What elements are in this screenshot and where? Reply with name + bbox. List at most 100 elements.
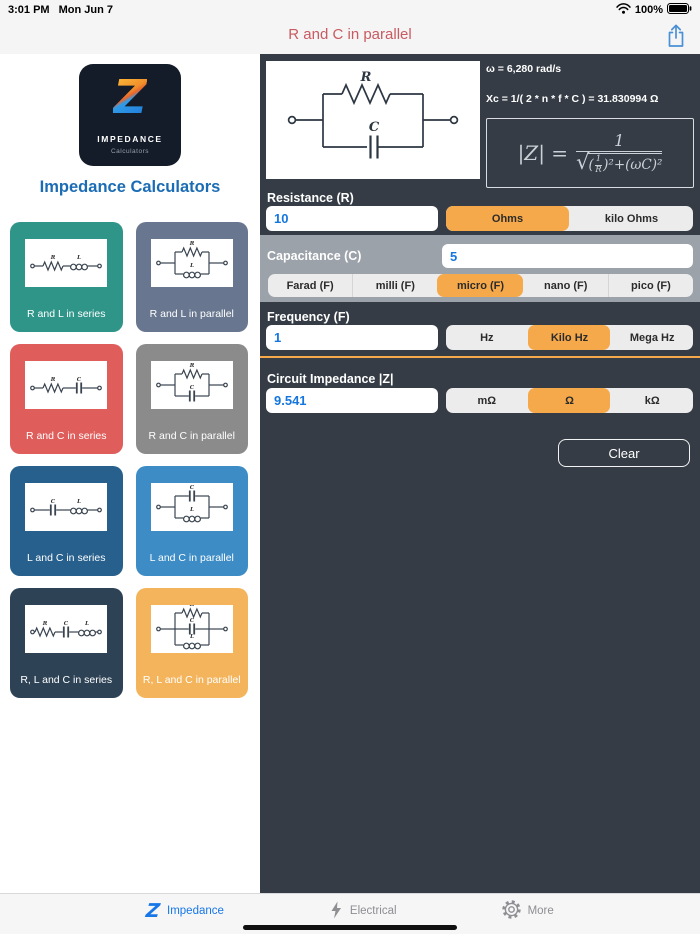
frequency-unit-segmented: Hz Kilo Hz Mega Hz — [446, 325, 693, 350]
battery-icon — [667, 3, 692, 17]
unit-option-ohm[interactable]: Ω — [527, 388, 611, 413]
svg-text:R: R — [42, 621, 48, 627]
lightning-icon — [329, 901, 343, 922]
svg-text:L: L — [189, 263, 194, 269]
tab-label: Impedance — [167, 905, 224, 917]
battery-percent: 100% — [634, 4, 663, 16]
svg-text:R: R — [188, 605, 194, 608]
app-logo: Z IMPEDANCE Calculators — [79, 64, 181, 166]
sidebar-title: Impedance Calculators — [39, 178, 221, 196]
tile-label: L and C in series — [27, 552, 106, 564]
tile-r-l-c-series[interactable]: R C L R, L and C in series — [10, 588, 123, 698]
header: 3:01 PM Mon Jun 7 100% R and C in para — [0, 0, 700, 54]
sidebar: Z IMPEDANCE Calculators Impedance Calcul… — [0, 54, 260, 893]
section-divider — [260, 356, 700, 358]
svg-text:C: C — [77, 377, 82, 383]
unit-option-hz[interactable]: Hz — [446, 325, 528, 350]
page-title: R and C in parallel — [288, 26, 412, 43]
unit-option-pico[interactable]: pico (F) — [607, 274, 693, 297]
resistance-input[interactable] — [266, 206, 438, 231]
tab-impedance[interactable]: Z Impedance — [145, 900, 224, 928]
unit-option-kiloohm[interactable]: kΩ — [610, 388, 693, 413]
capacitance-label: Capacitance (C) — [267, 249, 362, 263]
z-logo-icon: Z — [145, 900, 162, 922]
svg-text:C: C — [51, 499, 56, 505]
calculator-panel: R C ω = 6,280 rad/s Xc = 1/( 2 * n * f *… — [260, 54, 700, 893]
resistance-unit-segmented: Ohms kilo Ohms — [446, 206, 693, 231]
xc-readout: Xc = 1/( 2 * n * f * C ) = 31.830994 Ω — [486, 93, 659, 105]
tab-electrical[interactable]: Electrical — [329, 901, 397, 928]
unit-option-nano[interactable]: nano (F) — [523, 274, 608, 297]
svg-text:C: C — [190, 618, 195, 624]
tile-label: R and C in series — [25, 430, 107, 442]
unit-option-ohms[interactable]: Ohms — [446, 206, 569, 231]
circuit-diagram: R C — [266, 61, 480, 179]
frequency-input[interactable] — [266, 325, 438, 350]
capacitance-unit-segmented: Farad (F) milli (F) micro (F) nano (F) p… — [268, 274, 693, 297]
status-bar: 3:01 PM Mon Jun 7 100% — [0, 0, 700, 20]
home-indicator[interactable] — [243, 925, 457, 930]
svg-text:R: R — [50, 377, 56, 383]
unit-option-kilo-ohms[interactable]: kilo Ohms — [569, 206, 693, 231]
svg-text:C: C — [64, 621, 69, 627]
status-date: Mon Jun 7 — [58, 4, 113, 16]
unit-option-milli[interactable]: milli (F) — [352, 274, 437, 297]
svg-text:R: R — [50, 255, 56, 261]
sqrt-sign: √ — [576, 150, 590, 175]
status-time: 3:01 PM — [8, 4, 50, 16]
gear-icon — [501, 900, 521, 922]
resistance-label: Resistance (R) — [267, 191, 354, 205]
svg-text:C: C — [190, 385, 195, 391]
unit-option-micro[interactable]: micro (F) — [437, 274, 523, 297]
tab-more[interactable]: More — [501, 900, 554, 928]
share-icon[interactable] — [664, 23, 688, 51]
circuit-thumbnail: R L C — [150, 605, 233, 653]
tile-label: R, L and C in parallel — [142, 674, 241, 686]
impedance-unit-segmented: mΩ Ω kΩ — [446, 388, 693, 413]
tile-label: L and C in parallel — [149, 552, 234, 564]
impedance-result-input[interactable] — [266, 388, 438, 413]
unit-option-kilo-hz[interactable]: Kilo Hz — [527, 325, 611, 350]
capacitance-section: Capacitance (C) Farad (F) milli (F) micr… — [260, 235, 700, 302]
svg-text:L: L — [189, 507, 194, 513]
frequency-label: Frequency (F) — [267, 310, 350, 324]
svg-text:L: L — [84, 621, 89, 627]
svg-text:L: L — [76, 255, 81, 261]
logo-app-name: IMPEDANCE — [97, 134, 163, 144]
logo-subtitle: Calculators — [110, 148, 149, 155]
svg-text:R: R — [188, 241, 194, 247]
tile-label: R, L and C in series — [20, 674, 113, 686]
unit-option-mega-hz[interactable]: Mega Hz — [610, 325, 693, 350]
tile-label: R and L in series — [27, 308, 106, 320]
tab-label: Electrical — [349, 905, 397, 917]
svg-text:C: C — [190, 485, 195, 491]
tile-label: R and C in parallel — [148, 430, 235, 442]
capacitance-input[interactable] — [442, 244, 693, 268]
omega-readout: ω = 6,280 rad/s — [486, 63, 562, 75]
tab-label: More — [527, 905, 554, 917]
tile-r-l-c-parallel[interactable]: R L C R, L and C in parallel — [135, 588, 248, 698]
svg-text:L: L — [76, 499, 81, 505]
unit-option-milliohm[interactable]: mΩ — [446, 388, 528, 413]
clear-button[interactable]: Clear — [558, 439, 690, 467]
impedance-label: Circuit Impedance |Z| — [267, 372, 394, 386]
svg-text:L: L — [189, 634, 194, 640]
wifi-icon — [616, 3, 631, 17]
unit-option-farad[interactable]: Farad (F) — [268, 274, 352, 297]
formula-lhs: |Z| = — [517, 141, 569, 165]
